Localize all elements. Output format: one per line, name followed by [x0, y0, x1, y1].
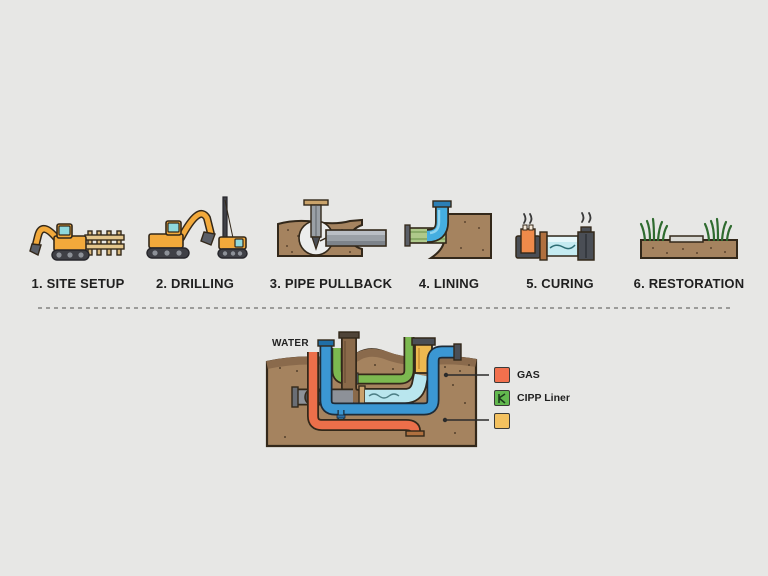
access-structure-cap: [411, 337, 436, 346]
water-service-tap: [336, 414, 346, 419]
pipe-coupling-left: [539, 231, 548, 261]
pulled-pipe: [319, 229, 387, 247]
vertical-drill: [303, 199, 329, 251]
excavator-right: [145, 210, 216, 259]
curing-liner-pipe: [546, 235, 579, 257]
step-4-icon-wrap: [379, 196, 519, 262]
excavator-with-barricade-icon: [29, 223, 125, 261]
excavator-and-drill-rig-icon: [145, 196, 248, 259]
water-riser-cap: [317, 339, 335, 347]
steam-wisps: [523, 212, 592, 224]
step-curing: 5. CURING: [490, 196, 630, 291]
gas-swatch-label: GAS: [517, 369, 540, 381]
step-site-setup: 1. SITE SETUP: [8, 196, 148, 291]
step-5-icon-wrap: [490, 196, 630, 262]
step-2-label: 2. DRILLING: [155, 276, 235, 291]
step-pipe-pullback: 3. PIPE PULLBACK: [258, 196, 404, 291]
cipp-liner-pipe: [365, 373, 429, 404]
step-2-icon-wrap: [125, 196, 265, 262]
liner-elbow-insertion-icon: [404, 200, 492, 259]
sewer-riser-cap: [338, 331, 360, 339]
step-5-label: 5. CURING: [526, 276, 594, 291]
cipp-swatch-glyph-icon: [498, 392, 506, 404]
gas-pipe-orange: [307, 352, 425, 437]
step-3-label: 3. PIPE PULLBACK: [269, 276, 393, 291]
step-3-icon-wrap: [258, 196, 404, 262]
grass-tuft-right: [703, 217, 733, 242]
cipp-liner-swatch-label: CIPP Liner: [517, 392, 570, 404]
water-pipe-end-flange: [453, 343, 462, 361]
restored-trench-patch: [669, 235, 704, 243]
legend-item-unlabeled: [494, 412, 517, 430]
legend-item-gas: GAS: [494, 366, 540, 384]
step-1-icon-wrap: [8, 196, 148, 262]
step-restoration: 6. RESTORATION: [619, 196, 759, 291]
water-pipe-blue: [317, 339, 462, 423]
dashed-divider: [38, 307, 731, 309]
unlabeled-swatch: [494, 413, 510, 429]
utility-cross-section-illustration: [265, 331, 489, 448]
excavator-left: [29, 223, 90, 261]
step-1-label: 1. SITE SETUP: [31, 276, 125, 291]
drill-rig: [216, 196, 248, 259]
legend-item-cipp-liner: CIPP Liner: [494, 389, 570, 407]
steam-curing-pipe-icon: [515, 212, 595, 261]
gas-swatch: [494, 367, 510, 383]
grass-tuft-left: [639, 217, 669, 242]
gas-pipe-end-cap: [405, 430, 425, 437]
restored-grass-surface-icon: [639, 217, 738, 259]
barricade-fence: [84, 230, 125, 256]
step-lining: 4. LINING: [379, 196, 519, 291]
step-4-label: 4. LINING: [418, 276, 480, 291]
step-6-label: 6. RESTORATION: [633, 276, 745, 291]
cipp-liner-swatch: [494, 390, 510, 406]
steam-boiler-vessel: [515, 224, 541, 259]
liner-elbow-blue: [426, 200, 452, 243]
step-drilling: 2. DRILLING: [125, 196, 265, 291]
liner-resin-wave: [368, 393, 400, 399]
step-6-icon-wrap: [619, 196, 759, 262]
bore-hole-pipe-pull-icon: [277, 199, 387, 257]
legend-leader-lines: [442, 372, 489, 423]
pipe-coupling-right: [577, 226, 595, 261]
water-label: WATER: [272, 338, 309, 349]
